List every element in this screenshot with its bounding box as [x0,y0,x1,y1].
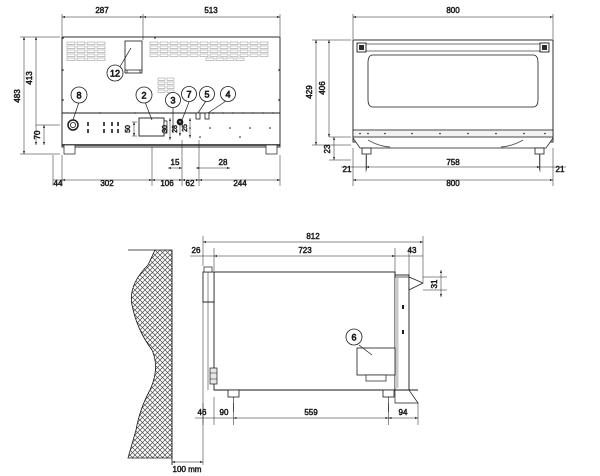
dim-244: 244 [233,179,247,188]
callout-label-6: 6 [351,333,356,343]
rear-component-12 [124,40,143,74]
callout-bubble-12[interactable] [106,64,124,82]
dim-106: 106 [160,179,174,188]
dim-723: 723 [298,246,312,255]
rear-feet [63,144,278,155]
callout-bubble-3[interactable] [165,92,181,108]
side-section-view: 100 mm [127,232,447,474]
rear-port-8 [67,119,79,131]
wall-section [127,249,173,465]
dim-28: 28 [219,158,228,167]
callout-bubble-6[interactable] [345,328,363,346]
side-dim-bottom: 46 90 559 94 [195,397,419,425]
callout-label-5: 5 [204,89,209,99]
dim-812: 812 [306,232,320,241]
dim-62: 62 [186,179,195,188]
rear-dim-bottom: 44 302 106 62 244 [52,140,281,188]
front-dim-left: 429 406 23 [305,39,351,161]
front-drain-arrow-right [500,139,524,148]
dim-483: 483 [13,89,22,103]
dim-800-top: 800 [446,6,460,15]
front-base-band [352,129,554,138]
dim-800-bottom: 800 [446,179,460,188]
dim-429: 429 [305,85,314,99]
rear-dim-top: 287 513 [61,6,281,40]
callout-label-4: 4 [225,89,230,99]
dim-44: 44 [54,179,63,188]
front-base-dots [359,132,546,135]
callout-bubble-2[interactable] [135,86,153,104]
front-dim-bottom: 21 758 21 800 [341,148,566,188]
dim-94: 94 [399,408,408,417]
side-dim-top: 812 723 26 43 [190,232,424,282]
rear-dim-mid: 15 28 [168,158,230,169]
dim-30: 30 [162,125,169,133]
dim-43: 43 [408,246,417,255]
dim-26: 26 [192,246,201,255]
rear-terminal-marks [87,122,119,133]
rear-grille-left [66,41,106,61]
rear-grille-right [149,41,269,61]
callout-label-12: 12 [110,69,120,79]
dim-21-right: 21 [556,165,565,174]
rear-callouts: 12 8 2 3 7 5 4 [70,47,236,133]
dim-31: 31 [430,279,439,288]
dim-758: 758 [446,158,460,167]
side-dim-right: 31 [423,270,447,297]
callout-label-3: 3 [170,95,175,105]
dim-50: 50 [125,125,132,133]
dim-90: 90 [220,408,229,417]
wall-dim: 100 mm [171,276,204,474]
dim-25: 25 [182,124,189,132]
side-door-handle[interactable] [408,276,424,291]
rear-fastener-dots [62,37,280,138]
dim-15: 15 [171,158,180,167]
dim-21-left: 21 [343,165,352,174]
dim-wall-100mm: 100 mm [173,465,202,474]
front-dim-top: 800 [352,6,554,39]
dim-302: 302 [100,179,114,188]
callout-bubble-5[interactable] [199,86,215,102]
rear-body-outline [61,36,281,148]
front-control-rail [357,43,549,52]
front-door-glass[interactable] [367,54,539,108]
side-callout-6: 6 [345,328,373,356]
callout-bubble-7[interactable] [181,86,197,102]
rear-dim-small-vertical: 50 30 28 25 [125,118,191,140]
front-drain-arrow-left [367,139,391,148]
side-component-6 [356,347,396,382]
rear-view: 12 8 2 3 7 5 4 28 [13,6,281,188]
side-door-panel [394,274,410,391]
callout-label-2: 2 [141,91,146,101]
dim-28-vertical: 28 [172,125,179,133]
dim-513: 513 [204,6,218,15]
dim-413: 413 [25,71,34,85]
rear-grille-small [157,77,175,93]
callout-label-8: 8 [76,91,81,101]
callout-label-7: 7 [186,89,191,99]
front-view: 800 429 406 23 21 758 21 [305,6,566,188]
dim-70: 70 [33,130,42,139]
dim-559: 559 [304,408,318,417]
rear-dim-left: 483 413 70 [13,36,60,155]
dim-23: 23 [323,144,332,153]
dim-46: 46 [198,408,207,417]
side-rear-bracket [202,271,215,303]
dim-406: 406 [318,81,327,95]
callout-bubble-4[interactable] [220,86,236,102]
dim-287: 287 [95,6,109,15]
side-rear-bracket-top [203,266,213,273]
side-hinge [209,367,218,385]
side-apron [394,389,419,404]
front-apron [352,137,554,149]
callout-bubble-8[interactable] [70,86,88,104]
